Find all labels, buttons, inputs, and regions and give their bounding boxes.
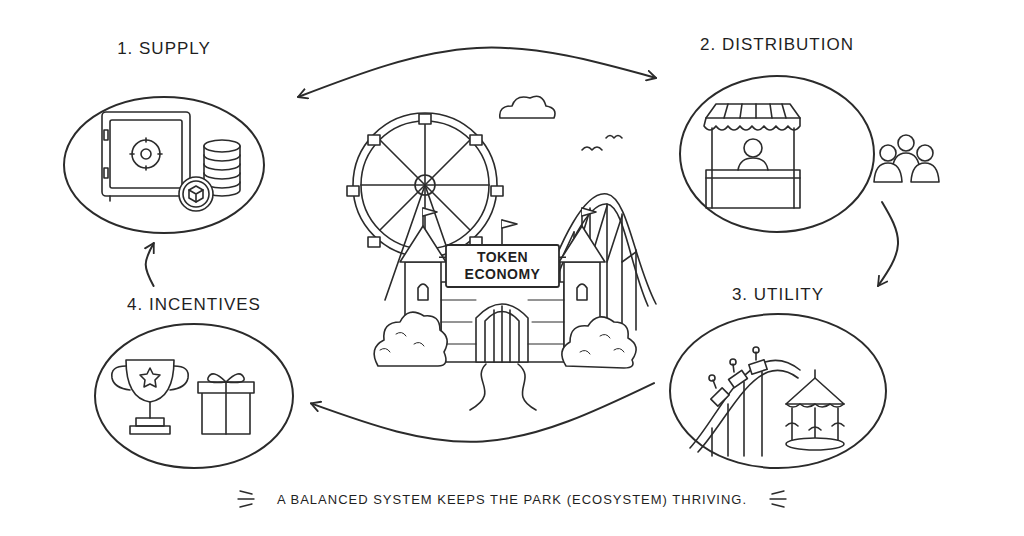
stage-heading: 4. INCENTIVES (93, 294, 295, 316)
carousel-icon (786, 370, 844, 450)
caption-marks (238, 491, 786, 507)
path-to-gate (470, 364, 536, 410)
utility-circle: 3. UTILITY (668, 284, 888, 470)
stage-heading: 1. SUPPLY (62, 38, 266, 60)
circle-outline-svg (668, 312, 888, 470)
cloud-and-birds (500, 96, 622, 150)
distribution-circle: 2. DISTRIBUTION (678, 34, 876, 234)
caption: A BALANCED SYSTEM KEEPS THE PARK (ECOSYS… (277, 492, 747, 507)
circle-outline (93, 322, 295, 470)
cycle-arrow (298, 48, 656, 97)
sign-text: TOKEN ECONOMY (445, 244, 560, 288)
circle-ring (670, 314, 886, 468)
circle-outline (62, 95, 266, 235)
coaster-icon (690, 347, 800, 456)
stage-heading: 3. UTILITY (668, 284, 888, 306)
circle-outline (678, 74, 876, 234)
incentives-circle: 4. INCENTIVES (93, 294, 295, 470)
gift-icon (198, 374, 254, 434)
booth-icon (704, 104, 800, 208)
circle-outline-svg (93, 322, 295, 470)
coin-stack-icon (179, 140, 240, 211)
supply-circle: 1. SUPPLY (62, 38, 266, 235)
gate-sign: TOKEN ECONOMY (445, 244, 560, 288)
circle-outline (668, 312, 888, 470)
circle-ring (64, 97, 264, 233)
circle-ring (680, 76, 874, 232)
bushes (374, 312, 636, 368)
sign-board (446, 245, 559, 287)
stage-heading: 2. DISTRIBUTION (678, 34, 876, 56)
cycle-arrow (311, 383, 654, 442)
trophy-icon (112, 360, 188, 434)
safe-icon (102, 112, 190, 201)
circle-outline-svg (678, 74, 876, 234)
cycle-arrow (878, 202, 898, 286)
circle-ring (95, 324, 293, 468)
circle-outline-svg (62, 95, 266, 235)
people-icon (874, 135, 939, 182)
caption-row: A BALANCED SYSTEM KEEPS THE PARK (ECOSYS… (0, 490, 1024, 509)
cycle-arrow (146, 243, 154, 286)
